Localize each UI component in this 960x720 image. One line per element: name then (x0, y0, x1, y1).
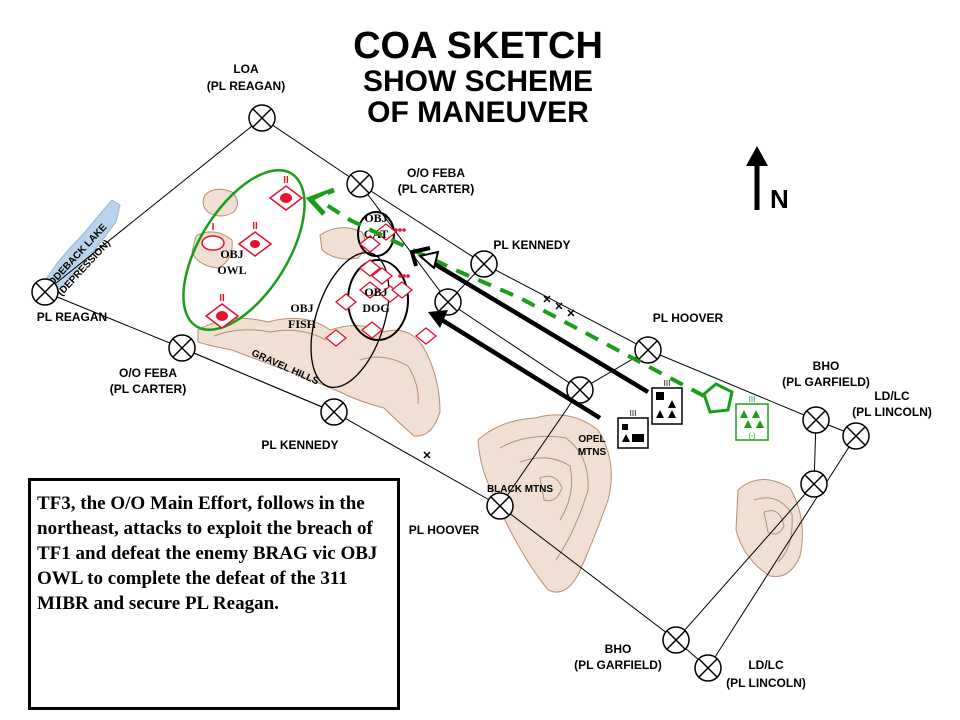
enemy-unit-dog-1 (358, 259, 382, 277)
obj-owl-label-2: OWL (217, 263, 246, 277)
pl-marker-reagan-left (31, 278, 59, 306)
enemy-unit-owl-2: II (237, 221, 273, 257)
enemy-unit-owl-1: II (268, 175, 304, 211)
enemy-unit-fish-2 (324, 329, 348, 347)
friendly-tf2-echelon: III (630, 409, 637, 418)
assault-position-icon (702, 382, 734, 414)
enemy-echelon-owl-2: II (252, 221, 258, 232)
enemy-unit-fish-3 (360, 321, 384, 339)
opel-mtns-label: OPEL (578, 434, 605, 445)
pl-marker-garfield-mid (800, 470, 828, 498)
map-title: COA SKETCH (353, 25, 603, 67)
ofeba-top-pl-label: (PL CARTER) (398, 182, 474, 196)
ldlc-bottom-pl-label: (PL LINCOLN) (726, 676, 806, 690)
enemy-units: II II I II (201, 175, 438, 347)
pl-marker-kennedy-top (470, 250, 498, 278)
pl-kennedy-bottom-label: PL KENNEDY (261, 438, 338, 452)
opel-mtns-sublabel: MTNS (578, 447, 607, 458)
obj-cat-label-1: OBJ (364, 211, 387, 225)
pl-marker-hoover-bottom (486, 492, 514, 520)
attack-arrowhead-2-icon (428, 310, 448, 328)
attack-arrowhead-1-icon (417, 250, 440, 270)
enemy-unit-dog-3 (358, 281, 382, 299)
pl-marker-hoover-top (634, 336, 662, 364)
enemy-unit-owl-3: I (201, 222, 225, 251)
pl-marker-carter-left (168, 334, 196, 362)
obstacle-marks (423, 295, 575, 459)
bho-right-pl-label: (PL GARFIELD) (782, 375, 870, 389)
pl-marker-lincoln-top (842, 422, 870, 450)
obj-owl-label-1: OBJ (220, 247, 243, 261)
pl-hoover-right-label: PL HOOVER (653, 311, 724, 325)
pl-marker-kennedy-bottom (320, 398, 348, 426)
obj-fish-label-1: OBJ (290, 301, 313, 315)
obj-owl-boundary (182, 168, 306, 332)
friendly-unit-tf1: III (651, 379, 683, 425)
enemy-echelon-owl-3: I (212, 222, 215, 233)
pl-marker-kennedy-mid (434, 288, 462, 316)
friendly-tf3-echelon: III (749, 395, 756, 404)
enemy-echelon-owl-1: II (283, 175, 289, 186)
map-subtitle-line-1: SHOW SCHEME (363, 65, 593, 98)
main-effort-arrowhead-icon (305, 187, 335, 216)
obj-fish-label-2: FISH (288, 317, 317, 331)
supporting-attack-arrows (409, 246, 650, 420)
north-arrow-icon (746, 146, 768, 210)
pl-marker-reagan-top (248, 104, 276, 132)
pl-marker-garfield-top (802, 406, 830, 434)
black-mtns-terrain: BLACK MTNS OPEL MTNS (477, 414, 612, 593)
east-hill-terrain (735, 479, 803, 578)
main-effort-route (305, 187, 734, 414)
loa-pl-label: (PL REAGAN) (207, 79, 285, 93)
map-subtitle-line-2: OF MANEUVER (367, 96, 589, 129)
enemy-unit-owl-4: II (204, 293, 240, 329)
ofeba-top-label: O/O FEBA (407, 166, 465, 180)
ldlc-bottom-label: LD/LC (748, 658, 784, 672)
pl-hoover-bottom-label: PL HOOVER (409, 523, 480, 537)
narrative-text-box: TF3, the O/O Main Effort, follows in the… (28, 478, 400, 710)
friendly-tf1-echelon: III (664, 379, 671, 388)
ldlc-right-pl-label: (PL LINCOLN) (852, 405, 932, 419)
friendly-unit-tf3: III (-) (735, 395, 769, 441)
pl-marker-lincoln-bottom (694, 654, 722, 682)
pl-kennedy-top-label: PL KENNEDY (493, 238, 570, 252)
north-label: N (770, 184, 789, 214)
friendly-unit-tf2: III (617, 409, 649, 449)
bho-bottom-label: BHO (605, 642, 632, 656)
bho-bottom-pl-label: (PL GARFIELD) (574, 658, 662, 672)
pl-reagan-left-label: PL REAGAN (37, 310, 107, 324)
loa-label: LOA (233, 62, 259, 76)
enemy-echelon-owl-4: II (219, 293, 225, 304)
obj-dog-label-1: OBJ (364, 285, 387, 299)
enemy-unit-cat-1 (358, 235, 382, 253)
attack-arrowhead-1b-icon (409, 246, 431, 267)
enemy-unit-fish-1 (334, 293, 358, 311)
enemy-unit-dog-5 (390, 281, 414, 299)
black-mtns-label: BLACK MTNS (487, 484, 553, 495)
friendly-tf3-minus: (-) (749, 433, 756, 440)
bho-right-label: BHO (813, 359, 840, 373)
enemy-unit-dog-2 (370, 267, 394, 285)
pl-marker-carter-top (346, 170, 374, 198)
phase-line-markers (31, 104, 870, 682)
ldlc-right-label: LD/LC (874, 389, 910, 403)
ofeba-left-label: O/O FEBA (119, 366, 177, 380)
obj-dog-label-2: DOG (362, 301, 389, 315)
enemy-unit-east-1 (414, 327, 438, 345)
pl-marker-garfield-bottom (662, 626, 690, 654)
ofeba-left-pl-label: (PL CARTER) (110, 382, 186, 396)
